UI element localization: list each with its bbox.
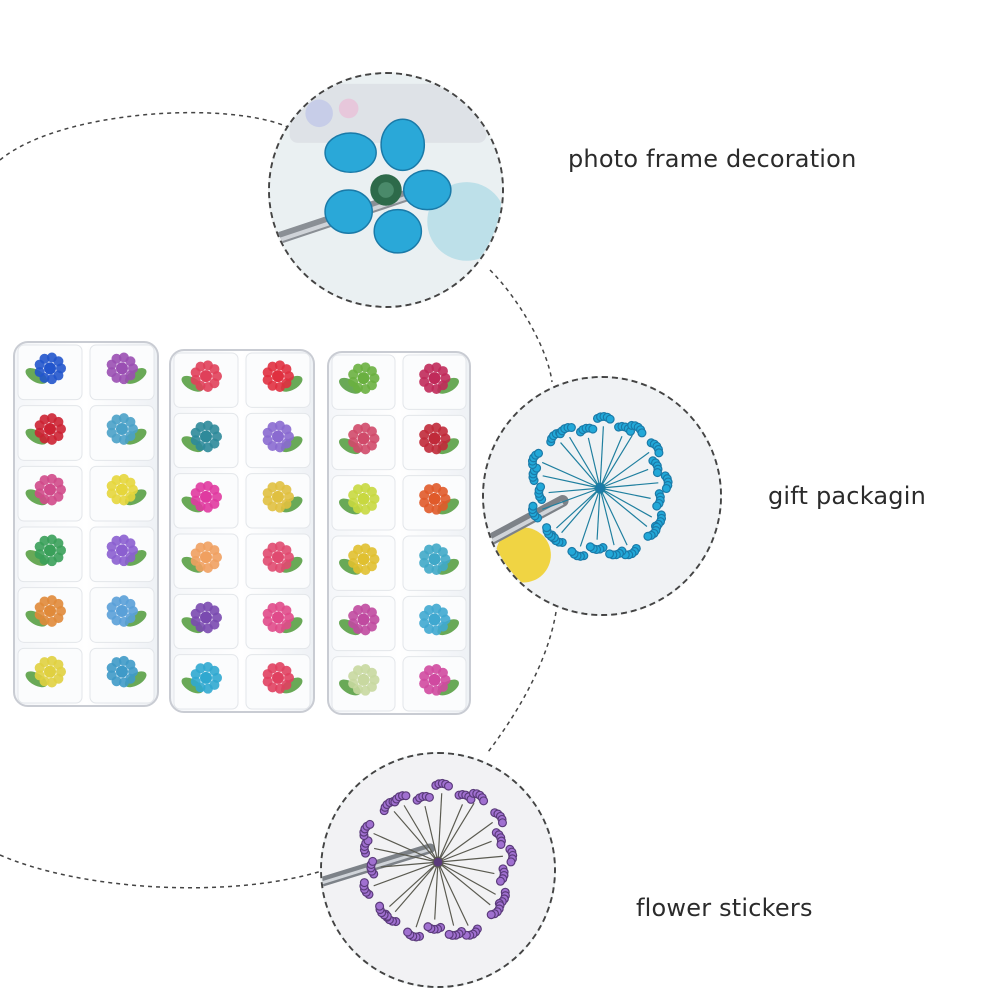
dried-flower	[25, 413, 66, 445]
purple-lace-flower-closeup	[322, 754, 554, 986]
dried-flower	[25, 595, 66, 627]
dried-flower	[262, 360, 303, 392]
dried-flower	[106, 473, 147, 506]
dried-flower	[181, 420, 222, 453]
dried-flower	[339, 483, 380, 515]
detail-circle-stickers	[320, 752, 556, 988]
dried-flower	[181, 481, 222, 513]
dried-flower	[181, 360, 222, 392]
dried-flower	[25, 655, 66, 688]
tray-right	[327, 351, 471, 715]
dried-flower	[106, 352, 147, 385]
tray-left	[13, 341, 159, 707]
detail-circle-photo-frame	[268, 72, 504, 308]
dried-flower	[419, 664, 459, 696]
dried-flower	[419, 543, 459, 575]
blue-flower-closeup	[270, 74, 502, 306]
dried-flower	[25, 352, 66, 385]
flower-trays	[13, 341, 471, 715]
dried-flower	[419, 422, 459, 455]
dried-flower	[25, 534, 66, 567]
label-flower-stickers: flower stickers	[636, 894, 813, 922]
label-gift-packaging: gift packagin	[768, 482, 927, 510]
dried-flower	[419, 483, 459, 515]
dried-flower	[181, 601, 222, 634]
arc-top-segment	[0, 111, 291, 161]
tray-middle	[169, 349, 315, 713]
dried-flower	[181, 541, 222, 573]
dried-flower	[419, 603, 459, 636]
dried-flower	[106, 655, 147, 688]
detail-circle-gift	[482, 376, 722, 616]
dried-flower	[262, 662, 303, 694]
dried-flower	[262, 541, 303, 573]
dried-flower	[25, 473, 66, 506]
arc-bottom-segment	[0, 854, 326, 889]
dried-flower	[106, 413, 147, 445]
dried-flower	[339, 422, 380, 455]
label-photo-frame-decoration: photo frame decoration	[568, 145, 857, 173]
dried-flower	[339, 543, 380, 575]
dried-flower	[339, 362, 380, 394]
arc-lower-right-segment	[487, 611, 557, 753]
dried-flower	[106, 534, 147, 567]
dried-flower	[262, 420, 303, 453]
dried-flower	[106, 595, 147, 627]
blue-lace-flower-closeup	[484, 378, 720, 614]
dried-flower	[262, 601, 303, 634]
dried-flower	[339, 664, 380, 696]
dried-flower	[419, 362, 459, 394]
dried-flower	[339, 603, 380, 636]
dried-flower	[262, 481, 303, 513]
dried-flower	[181, 662, 222, 694]
